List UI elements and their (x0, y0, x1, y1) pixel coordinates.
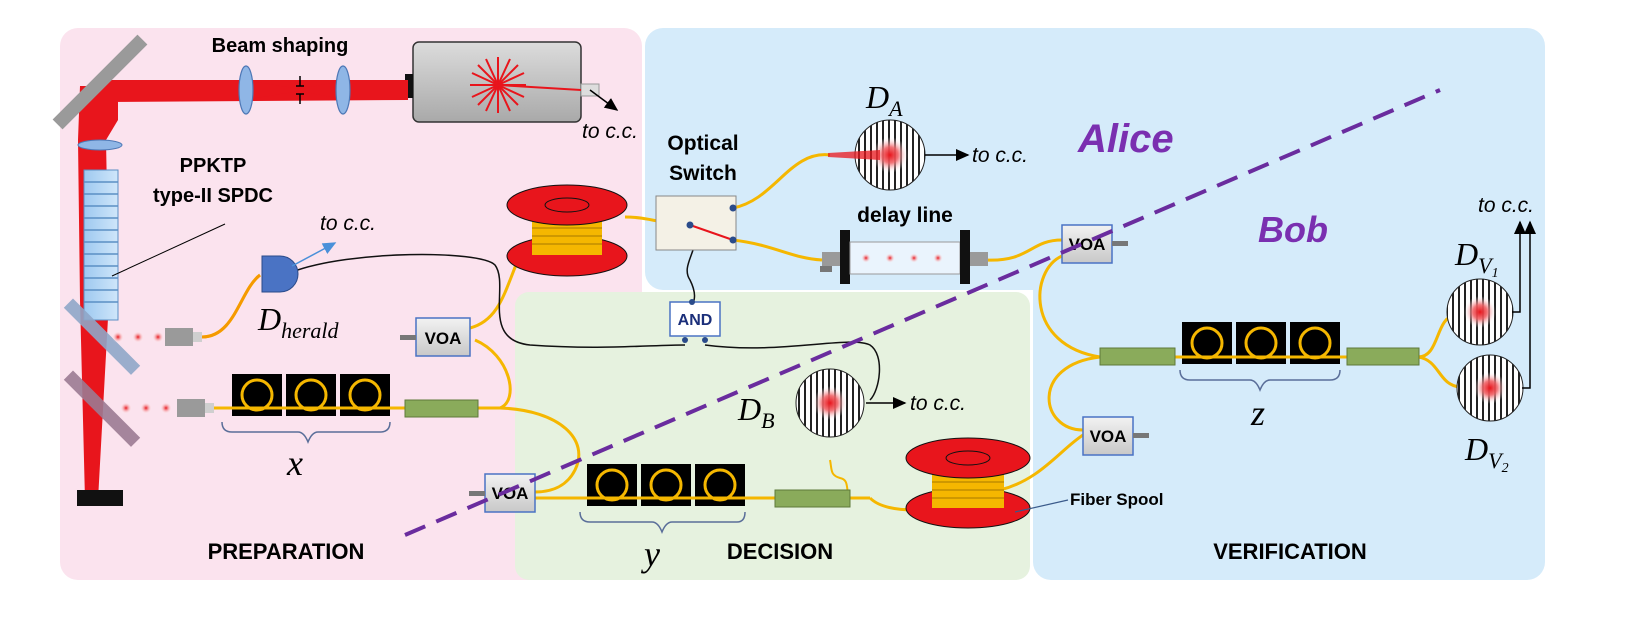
herald-photons (112, 331, 164, 343)
herald-coupler (165, 328, 193, 346)
coupler-z-out (1346, 347, 1420, 366)
detector-v2-label: DV2 (1464, 431, 1509, 476)
bob-cc-label: to c.c. (910, 392, 966, 415)
dichroic-mirror-2 (63, 370, 141, 447)
coupler-z-in (1099, 347, 1176, 366)
optical-switch-path (689, 224, 734, 241)
detector-alice-label: DA (865, 79, 903, 121)
alice-cc-label: to c.c. (972, 144, 1028, 167)
z-brace (1179, 369, 1341, 393)
alice-bob-divider (404, 88, 1441, 537)
herald-cc-arrow (291, 242, 337, 267)
pinhole (296, 76, 304, 104)
alice-label: Alice (1077, 117, 1174, 161)
alice-panel (645, 28, 1545, 290)
voa-decision[interactable] (484, 473, 536, 513)
beam-dump (77, 490, 123, 506)
x-brace (221, 421, 391, 445)
ppktp-label-1: PPKTP (180, 155, 247, 177)
voa-bob-top[interactable] (1061, 224, 1113, 264)
coupler-y (774, 489, 851, 508)
detector-v1-label: DV1 (1454, 236, 1499, 281)
focusing-lens (77, 139, 123, 151)
preparation-panel (60, 28, 642, 580)
voa-decision-label: VOA (492, 484, 529, 503)
delay-line (820, 230, 988, 284)
voa-bob-bottom[interactable] (1082, 416, 1134, 456)
herald-cc-label: to c.c. (320, 212, 376, 235)
wave-plates-x (232, 374, 390, 416)
laser-cc-arrow (589, 89, 619, 111)
coupler-x (404, 399, 479, 418)
beam-shaping-label: Beam shaping (212, 35, 349, 57)
ppktp-label-2: type-II SPDC (153, 185, 273, 207)
detector-bob (795, 368, 865, 438)
wave-plates-z (1182, 322, 1340, 364)
ppktp-pointer (111, 223, 226, 277)
wave-plates-y (587, 464, 745, 506)
optical-switch-label-2: Switch (669, 162, 737, 185)
delay-line-label: delay line (857, 204, 953, 227)
z-label: z (1250, 393, 1265, 433)
herald-detector-label: Dherald (257, 301, 340, 343)
detector-v1 (1446, 278, 1514, 346)
laser-starburst (470, 57, 582, 113)
verification-title: VERIFICATION (1213, 539, 1367, 564)
y-label: y (641, 534, 660, 574)
dichroic-mirror-1 (63, 298, 141, 375)
decision-panel (515, 292, 1030, 580)
y-brace (579, 511, 746, 535)
beam-shaping-focus (244, 80, 345, 100)
verification-cc-label: to c.c. (1478, 194, 1534, 217)
verification-panel (1033, 230, 1545, 580)
laser-aperture (405, 74, 413, 98)
ppktp-gratings (84, 181, 118, 303)
lens-2 (335, 65, 351, 115)
voa-bob-bottom-label: VOA (1090, 427, 1127, 446)
fiber-spool-bob[interactable] (905, 437, 1031, 529)
signal-coupler (177, 399, 205, 417)
optical-switch-label-1: Optical (667, 132, 738, 155)
fiber-spool-pointer (1014, 499, 1069, 513)
verification-cc-lines (1512, 220, 1536, 389)
lens-1 (238, 65, 254, 115)
fiber-spool-label: Fiber Spool (1070, 490, 1164, 509)
detector-bob-label: DB (737, 391, 775, 433)
decision-title: DECISION (727, 539, 833, 564)
bob-label: Bob (1258, 209, 1328, 250)
voa-preparation-label: VOA (425, 329, 462, 348)
preparation-title: PREPARATION (208, 539, 365, 564)
x-label: x (286, 443, 303, 483)
laser-cc-label: to c.c. (582, 120, 638, 143)
detector-v2 (1456, 354, 1524, 422)
fiber-spool-alice (506, 184, 628, 277)
signal-photons (120, 402, 172, 414)
and-gate-label: AND (678, 312, 713, 329)
optical-switch[interactable] (655, 195, 737, 251)
herald-detector (261, 255, 299, 293)
pump-mirror (52, 34, 148, 130)
ppktp-crystal (83, 169, 119, 321)
